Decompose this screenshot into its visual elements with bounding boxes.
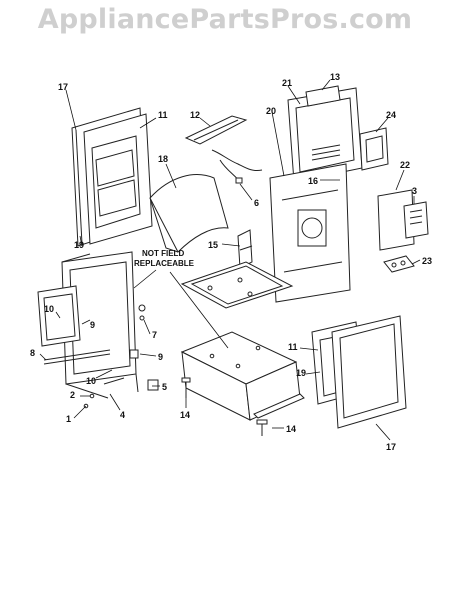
callout-17: 17 bbox=[58, 82, 68, 92]
oven-bottom-tray-part[interactable] bbox=[180, 261, 294, 309]
drawer-rail-part[interactable] bbox=[253, 393, 305, 419]
fastener-part[interactable] bbox=[129, 304, 146, 359]
callout-12: 12 bbox=[190, 110, 200, 120]
oven-frame-part[interactable] bbox=[61, 251, 139, 399]
watermark-text: AppliancePartsPros.com bbox=[37, 4, 413, 35]
callout-4: 4 bbox=[120, 410, 125, 420]
callout-17b: 17 bbox=[386, 442, 396, 452]
oven-back-wall-part[interactable] bbox=[269, 163, 351, 303]
callout-9: 9 bbox=[90, 320, 95, 330]
rear-cover-part[interactable] bbox=[287, 85, 363, 183]
leader-lines bbox=[39, 79, 421, 441]
small-box-part[interactable] bbox=[147, 379, 159, 391]
callout-11: 11 bbox=[158, 110, 168, 120]
side-bracket-part[interactable] bbox=[377, 189, 429, 251]
callout-7: 7 bbox=[152, 330, 157, 340]
callout-6: 6 bbox=[254, 198, 259, 208]
small-plate-part[interactable] bbox=[359, 127, 389, 171]
insulation-part[interactable] bbox=[149, 174, 229, 253]
callout-10: 10 bbox=[44, 304, 54, 314]
callout-21: 21 bbox=[282, 78, 292, 88]
callout-3: 3 bbox=[412, 186, 417, 196]
callout-14: 14 bbox=[180, 410, 190, 420]
callout-19b: 19 bbox=[296, 368, 306, 378]
clip-part[interactable] bbox=[383, 255, 415, 273]
right-door-panel-part[interactable] bbox=[331, 315, 407, 429]
callout-2: 2 bbox=[70, 390, 75, 400]
broiler-drawer-part[interactable] bbox=[180, 331, 301, 421]
wire-harness-part[interactable] bbox=[211, 149, 263, 184]
callout-5: 5 bbox=[162, 382, 167, 392]
callout-23: 23 bbox=[422, 256, 432, 266]
hinge-rod-part[interactable] bbox=[43, 349, 111, 365]
callout-19: 19 bbox=[74, 240, 84, 250]
oven-door-part[interactable] bbox=[71, 107, 153, 247]
leveling-leg-part[interactable] bbox=[181, 377, 268, 436]
callout-11b: 11 bbox=[288, 342, 298, 352]
callout-15: 15 bbox=[208, 240, 218, 250]
callout-22: 22 bbox=[400, 160, 410, 170]
callout-24: 24 bbox=[386, 110, 396, 120]
bracket-part[interactable] bbox=[237, 229, 253, 269]
note-line-2: REPLACEABLE bbox=[134, 259, 195, 268]
callout-10b: 10 bbox=[86, 376, 96, 386]
callout-1: 1 bbox=[66, 414, 71, 424]
callout-18: 18 bbox=[158, 154, 168, 164]
callout-9b: 9 bbox=[158, 352, 163, 362]
note-line-1: NOT FIELD bbox=[142, 249, 184, 258]
callout-14b: 14 bbox=[286, 424, 296, 434]
callout-13: 13 bbox=[330, 72, 340, 82]
bracket-bar-part[interactable] bbox=[184, 115, 248, 145]
callout-labels: 17 11 12 18 21 13 20 24 22 16 3 6 19 15 … bbox=[30, 72, 432, 452]
callout-8: 8 bbox=[30, 348, 35, 358]
callout-20: 20 bbox=[266, 106, 276, 116]
not-field-replaceable-note: NOT FIELD REPLACEABLE bbox=[134, 249, 195, 268]
callout-16: 16 bbox=[308, 176, 318, 186]
